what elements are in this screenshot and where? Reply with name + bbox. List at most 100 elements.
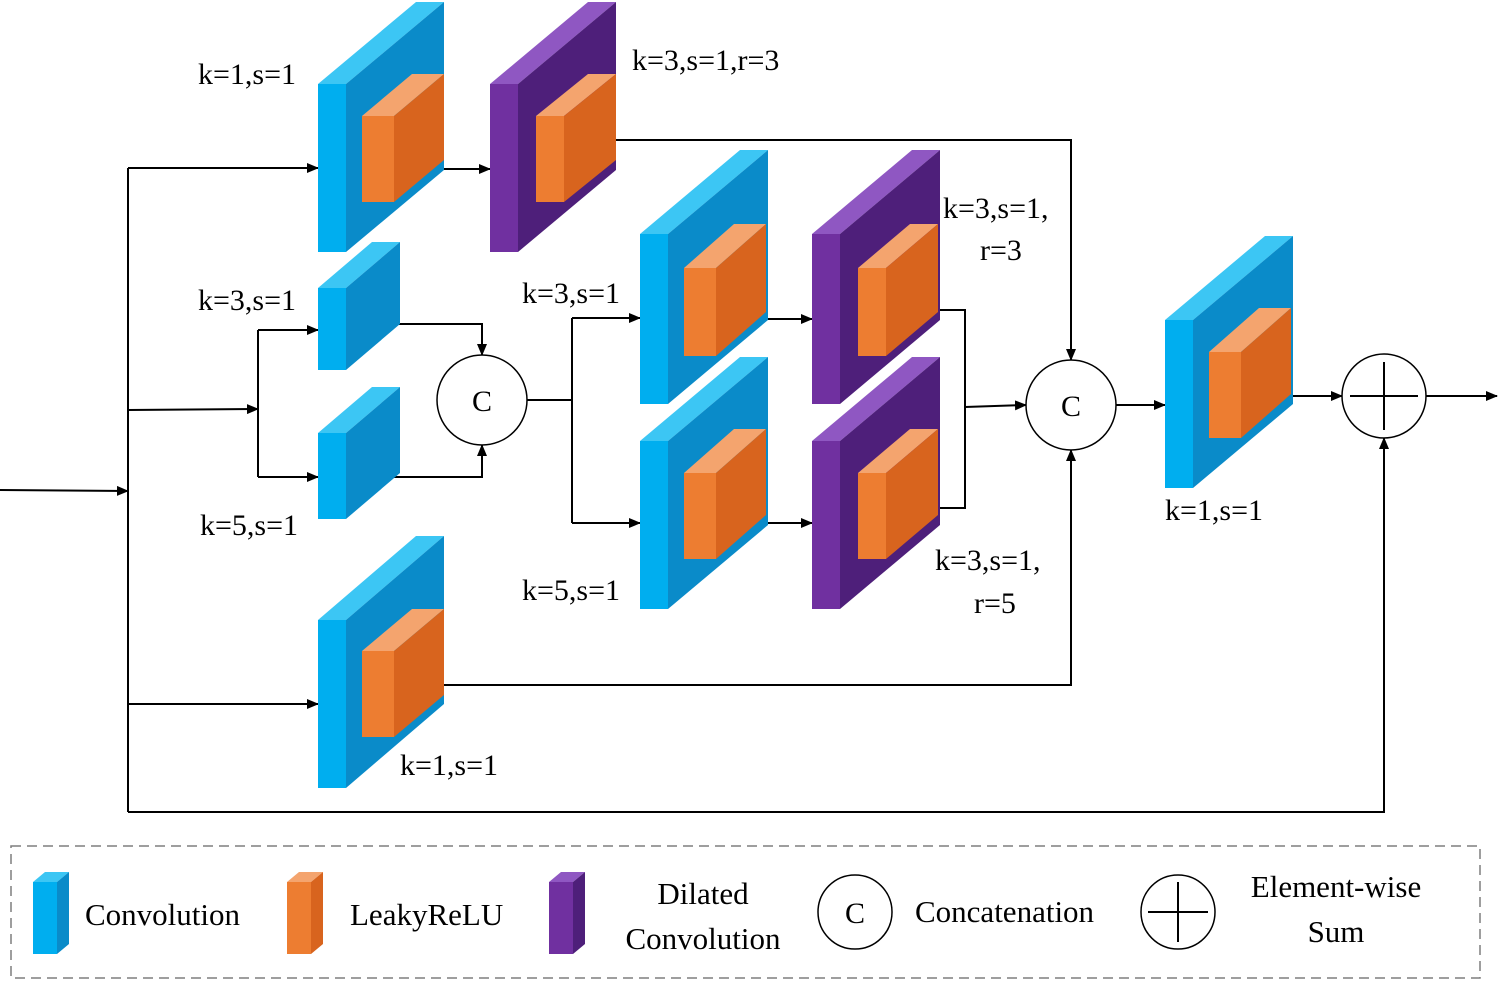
mid-dilated-block-a-activation-front	[858, 268, 886, 356]
final-conv-block-activation-side	[1241, 308, 1291, 438]
label-mid-dilated-a-line2: r=3	[980, 234, 1022, 267]
final-conv-block-activation-front	[1209, 352, 1241, 438]
bottom-conv-block-outer-top	[318, 536, 444, 620]
mid-conv-block-b-activation-side	[716, 429, 766, 559]
bottom-conv-block-outer-front	[318, 620, 346, 788]
mid-dilated-block-a-outer-top	[812, 150, 940, 234]
mid-conv-block-a-activation-side	[716, 224, 766, 356]
top-conv-block-outer-top	[318, 2, 444, 84]
legend-dilated-swatch-side	[573, 872, 585, 954]
mid-conv-block-b-activation-front	[684, 473, 716, 559]
mid-dilated-merge	[920, 309, 966, 509]
small-conv-block-b-outer-front	[318, 433, 346, 519]
top-conv-block-outer-front	[318, 84, 346, 252]
mid-conv-block-b-activation	[684, 429, 766, 559]
legend-dilated-label-line1: Dilated	[657, 876, 749, 911]
bottom-conv-block-activation-side	[394, 609, 444, 737]
legend-sum-symbol	[1140, 874, 1216, 950]
small-conv-block-b-outer	[318, 387, 400, 519]
small-conv-block-a-outer-front	[318, 288, 346, 370]
label-bottom-conv: k=1,s=1	[400, 749, 498, 782]
mid-conv-block-b-outer-front	[640, 441, 668, 609]
final-conv-block	[1165, 236, 1293, 488]
final-conv-block-activation-top	[1209, 308, 1291, 352]
top-conv-block-activation-top	[362, 74, 444, 116]
bottom-conv-block-activation	[362, 609, 444, 737]
label-top-dilated: k=3,s=1,r=3	[632, 44, 779, 77]
label-top-conv: k=1,s=1	[198, 58, 296, 91]
legend-leakyrelu-swatch-side	[311, 872, 323, 954]
mid-conv-block-a-activation-top	[684, 224, 766, 268]
mid-conv-block-a	[640, 150, 768, 404]
connectors	[0, 139, 1498, 813]
mid-conv-block-a-activation	[684, 224, 766, 356]
mid-dilated-block-b-outer-front	[812, 441, 840, 609]
legend-dilated-label-line2: Convolution	[625, 921, 781, 956]
legend-convolution-swatch	[33, 872, 69, 954]
bottom-conv-block	[318, 536, 444, 788]
label-mid-conv-a: k=3,s=1	[522, 277, 620, 310]
mid-conv-block-b	[640, 357, 768, 609]
legend-concatenation-label: Concatenation	[915, 894, 1095, 929]
mid-conv-block-a-outer-top	[640, 150, 768, 234]
label-small-conv-b: k=5,s=1	[200, 509, 298, 542]
mid-dilated-block-b-outer-top	[812, 357, 940, 441]
concat-node-1-label: C	[472, 385, 492, 418]
legend-border	[10, 845, 1481, 979]
label-final-conv: k=1,s=1	[1165, 494, 1263, 527]
legend-sum-label-line2: Sum	[1308, 914, 1365, 949]
legend-swatches	[33, 872, 585, 954]
top-dilated-block-outer-top	[490, 2, 616, 84]
bottom-conv-block-activation-top	[362, 609, 444, 651]
label-mid-conv-b: k=5,s=1	[522, 574, 620, 607]
small-conv-block-a	[318, 242, 400, 370]
top-dilated-block-activation	[536, 74, 616, 202]
final-conv-block-outer-top	[1165, 236, 1293, 320]
final-conv-block-outer-front	[1165, 320, 1193, 488]
final-conv-block-activation	[1209, 308, 1291, 438]
top-dilated-block-activation-front	[536, 116, 564, 202]
legend-convolution-swatch-side	[57, 872, 69, 954]
mid-dilated-block-a-outer-front	[812, 234, 840, 404]
top-dilated-block-activation-side	[564, 74, 616, 202]
bottom-conv-block-activation-front	[362, 651, 394, 737]
mid-dilated-block-b-activation-top	[858, 429, 938, 473]
mid-dilated-block-a	[812, 150, 940, 404]
legend-dilated-swatch-front	[549, 882, 573, 954]
small-conv-block-a-outer-side	[346, 242, 400, 370]
input-arrow	[0, 485, 129, 496]
blocks	[318, 2, 1293, 788]
label-mid-dilated-b-line1: k=3,s=1,	[935, 544, 1041, 577]
legend-dilated-swatch	[549, 872, 585, 954]
mid-dilated-block-a-activation-top	[858, 224, 938, 268]
legend-convolution-swatch-front	[33, 882, 57, 954]
legend-convolution-label: Convolution	[85, 897, 241, 932]
arrow-top-dilated-to-concat2	[600, 139, 1076, 361]
top-conv-block-activation-front	[362, 116, 394, 202]
mid-dilated-block-a-activation	[858, 224, 938, 356]
label-small-conv-a: k=3,s=1	[198, 284, 296, 317]
small-conv-block-b-outer-side	[346, 387, 400, 519]
small-conv-block-b-outer-top	[318, 387, 400, 433]
mid-conv-block-b-outer-top	[640, 357, 768, 441]
top-dilated-block	[490, 2, 616, 252]
small-conv-block-b	[318, 387, 400, 519]
concat-node-2-label: C	[1061, 390, 1081, 423]
legend-leakyrelu-swatch	[287, 872, 323, 954]
legend-leakyrelu-swatch-front	[287, 882, 311, 954]
legend-leakyrelu-label: LeakyReLU	[350, 897, 503, 932]
legend-concat-symbol-text: C	[845, 897, 865, 930]
mid-dilated-block-b	[812, 357, 940, 609]
legend-sum-label-line1: Element-wise	[1251, 869, 1421, 904]
arrow-small-b-to-concat1	[370, 444, 487, 478]
arrow-bottom-conv-to-concat2	[425, 449, 1076, 686]
top-conv-block	[318, 2, 444, 252]
mid-dilated-block-b-activation	[858, 429, 938, 559]
mid-conv-block-b-activation-top	[684, 429, 766, 473]
top-dilated-block-activation-top	[536, 74, 616, 116]
label-mid-dilated-b-line2: r=5	[974, 587, 1016, 620]
top-dilated-block-outer-front	[490, 84, 518, 252]
small-conv-block-a-outer-top	[318, 242, 400, 288]
concat-node-1: C	[436, 354, 528, 446]
